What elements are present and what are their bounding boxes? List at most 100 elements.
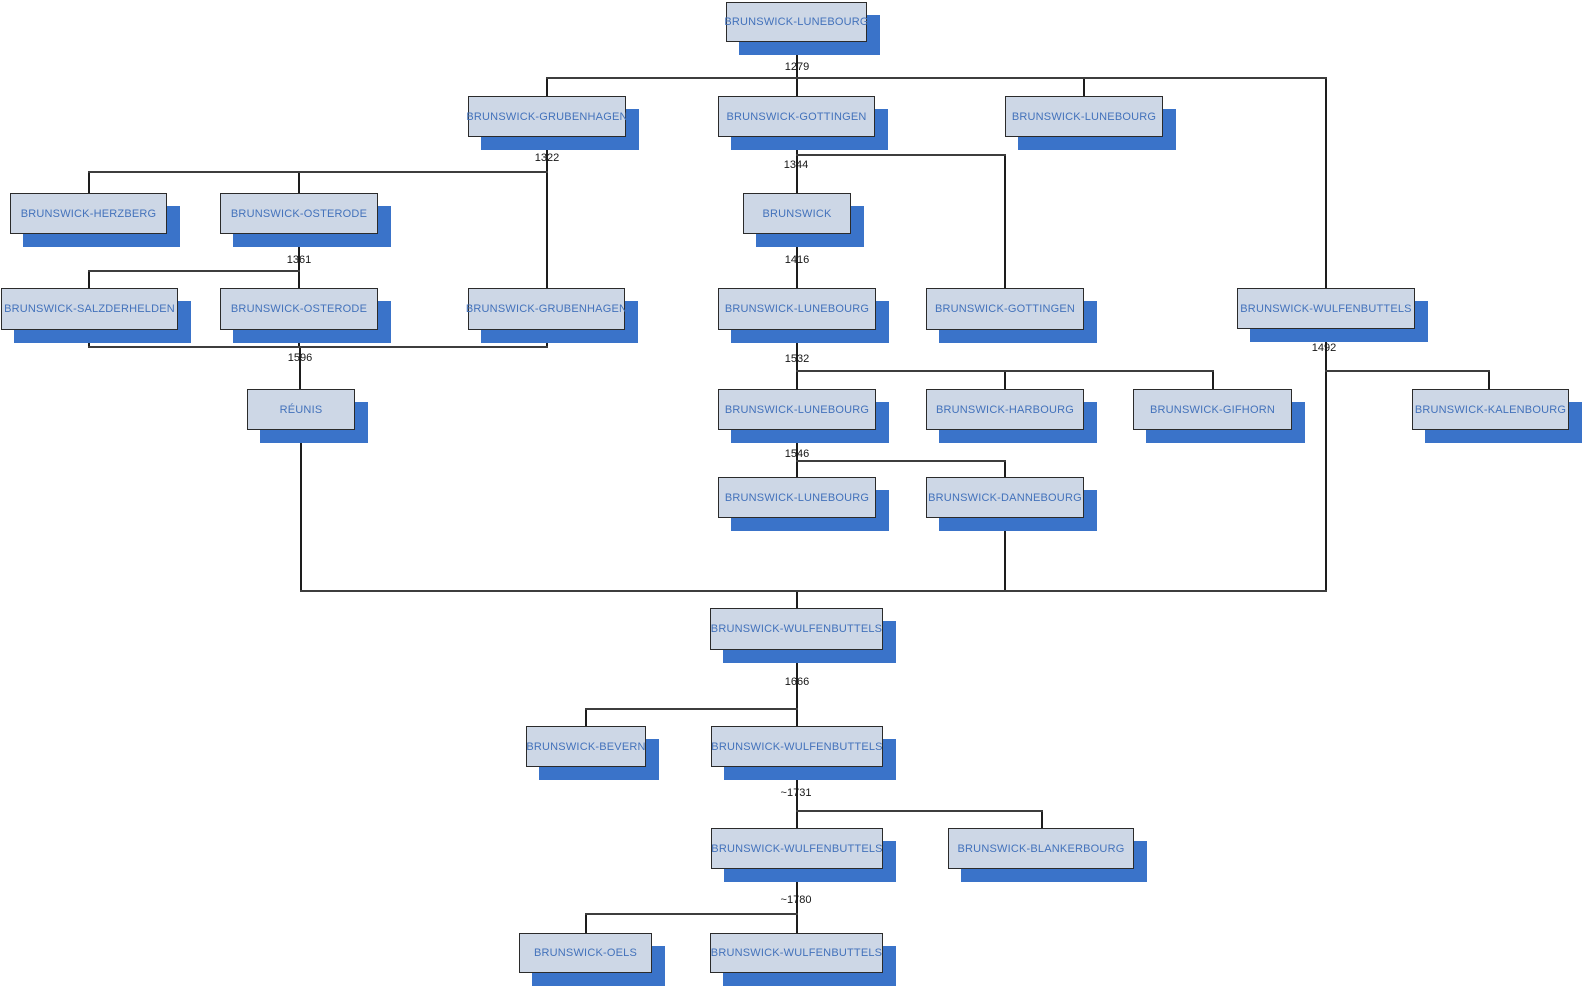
tree-node-n23[interactable]: BRUNSWICK-WULFENBUTTELS <box>711 828 896 882</box>
connector-line-v <box>1325 330 1327 590</box>
connector-line-v <box>1041 810 1043 828</box>
tree-node-n11[interactable]: BRUNSWICK-GOTTINGEN <box>926 288 1097 343</box>
node-label: BRUNSWICK-GOTTINGEN <box>726 110 867 123</box>
connector-line-v <box>88 270 90 288</box>
connector-line-v <box>796 154 798 193</box>
year-label-1546: 1546 <box>784 448 810 460</box>
node-label: BRUNSWICK-LUNEBOURG <box>724 491 870 504</box>
tree-node-n18[interactable]: BRUNSWICK-LUNEBOURG <box>718 477 889 531</box>
year-label-1322: 1322 <box>534 152 560 164</box>
connector-line-v <box>1083 77 1085 96</box>
connector-line-h <box>300 590 1327 592</box>
connector-line-v <box>796 330 798 370</box>
connector-line-v <box>796 869 798 913</box>
year-label-1492: 1492 <box>1311 342 1337 354</box>
tree-node-n8[interactable]: BRUNSWICK-OSTERODE <box>220 288 391 343</box>
tree-node-n19[interactable]: BRUNSWICK-DANNEBOURG <box>926 477 1097 531</box>
connector-line-v <box>796 370 798 389</box>
connector-line-v <box>1325 77 1327 288</box>
connector-line-v <box>300 430 302 590</box>
tree-node-n20[interactable]: BRUNSWICK-WULFENBUTTELS <box>710 608 896 663</box>
tree-node-n24[interactable]: BRUNSWICK-BLANKERBOURG <box>948 828 1147 882</box>
connector-line-v <box>796 650 798 708</box>
tree-node-n9[interactable]: BRUNSWICK-GRUBENHAGEN <box>465 288 638 343</box>
node-label: BRUNSWICK-HARBOURG <box>935 403 1075 416</box>
tree-node-n13[interactable]: RÉUNIS <box>247 389 368 443</box>
connector-line-v <box>796 77 798 96</box>
node-label: BRUNSWICK-WULFENBUTTELS <box>711 740 883 753</box>
connector-line-v <box>1488 370 1490 389</box>
tree-node-n2[interactable]: BRUNSWICK-GOTTINGEN <box>718 96 888 150</box>
connector-line-v <box>1004 370 1006 389</box>
connector-line-v <box>299 346 301 389</box>
node-label: BRUNSWICK-OSTERODE <box>230 207 368 220</box>
connector-line-v <box>546 77 548 96</box>
tree-node-n16[interactable]: BRUNSWICK-GIFHORN <box>1133 389 1305 443</box>
tree-node-n0[interactable]: BRUNSWICK-LUNEBOURG <box>724 2 880 55</box>
tree-node-n5[interactable]: BRUNSWICK-OSTERODE <box>220 193 391 247</box>
connector-line-h <box>88 270 300 272</box>
connector-line-v <box>796 810 798 828</box>
node-label: BRUNSWICK-WULFENBUTTELS <box>1240 302 1412 315</box>
node-label: BRUNSWICK-GIFHORN <box>1149 403 1275 416</box>
tree-node-n12[interactable]: BRUNSWICK-WULFENBUTTELS <box>1237 288 1428 342</box>
connector-line-v <box>796 234 798 288</box>
tree-node-n17[interactable]: BRUNSWICK-KALENBOURG <box>1412 389 1582 443</box>
year-label-1666: 1666 <box>784 676 810 688</box>
node-label: BRUNSWICK-LUNEBOURG <box>724 403 870 416</box>
tree-node-n3[interactable]: BRUNSWICK-LUNEBOURG <box>1005 96 1176 150</box>
year-label-1279: 1279 <box>784 61 810 73</box>
node-label: BRUNSWICK <box>762 207 832 220</box>
connector-line-h <box>1325 370 1490 372</box>
connector-line-v <box>796 590 798 608</box>
tree-node-n15[interactable]: BRUNSWICK-HARBOURG <box>926 389 1097 443</box>
connector-line-v <box>546 171 548 288</box>
connector-line-h <box>88 346 548 348</box>
connector-line-v <box>1212 370 1214 389</box>
tree-node-n1[interactable]: BRUNSWICK-GRUBENHAGEN <box>466 96 639 150</box>
node-label: BRUNSWICK-GOTTINGEN <box>934 303 1076 315</box>
connector-line-v <box>796 708 798 726</box>
node-label: BRUNSWICK-SALZDERHELDEN <box>4 303 175 315</box>
connector-line-v <box>796 913 798 933</box>
node-label: BRUNSWICK-DANNEBOURG <box>928 491 1082 504</box>
connector-line-v <box>585 708 587 726</box>
connector-line-h <box>585 708 798 710</box>
node-label: BRUNSWICK-BEVERN <box>526 740 646 753</box>
node-label: BRUNSWICK-OELS <box>533 947 638 959</box>
tree-node-n10[interactable]: BRUNSWICK-LUNEBOURG <box>718 288 889 343</box>
connector-line-h <box>796 154 1006 156</box>
connector-line-h <box>796 460 1006 462</box>
connector-line-v <box>546 137 548 171</box>
tree-node-n4[interactable]: BRUNSWICK-HERZBERG <box>10 193 180 247</box>
year-label-1416: 1416 <box>784 254 810 266</box>
connector-line-v <box>796 767 798 810</box>
tree-node-n14[interactable]: BRUNSWICK-LUNEBOURG <box>718 389 889 443</box>
tree-node-n6[interactable]: BRUNSWICK <box>743 193 864 247</box>
tree-node-n25[interactable]: BRUNSWICK-OELS <box>519 933 665 986</box>
connector-line-h <box>546 77 1327 79</box>
node-label: BRUNSWICK-GRUBENHAGEN <box>465 303 628 315</box>
year-label-1780: ~1780 <box>780 894 812 906</box>
connector-line-h <box>796 810 1043 812</box>
year-label-1596: 1596 <box>287 352 313 364</box>
connector-line-v <box>1004 154 1006 288</box>
tree-node-n21[interactable]: BRUNSWICK-BEVERN <box>526 726 659 780</box>
node-label: BRUNSWICK-HERZBERG <box>20 207 157 220</box>
node-label: BRUNSWICK-WULFENBUTTELS <box>710 947 883 959</box>
node-label: BRUNSWICK-LUNEBOURG <box>724 16 869 28</box>
tree-node-n7[interactable]: BRUNSWICK-SALZDERHELDEN <box>1 288 191 343</box>
year-label-1344: 1344 <box>783 159 809 171</box>
node-label: BRUNSWICK-WULFENBUTTELS <box>711 842 883 855</box>
connector-line-v <box>298 171 300 193</box>
tree-node-n26[interactable]: BRUNSWICK-WULFENBUTTELS <box>710 933 896 986</box>
tree-node-n22[interactable]: BRUNSWICK-WULFENBUTTELS <box>711 726 896 780</box>
node-label: BRUNSWICK-BLANKERBOURG <box>957 842 1125 855</box>
connector-line-v <box>796 42 798 77</box>
connector-line-v <box>1004 460 1006 477</box>
connector-line-v <box>298 270 300 288</box>
connector-line-v <box>796 460 798 477</box>
connector-line-h <box>585 913 798 915</box>
node-label: BRUNSWICK-GRUBENHAGEN <box>466 110 628 123</box>
